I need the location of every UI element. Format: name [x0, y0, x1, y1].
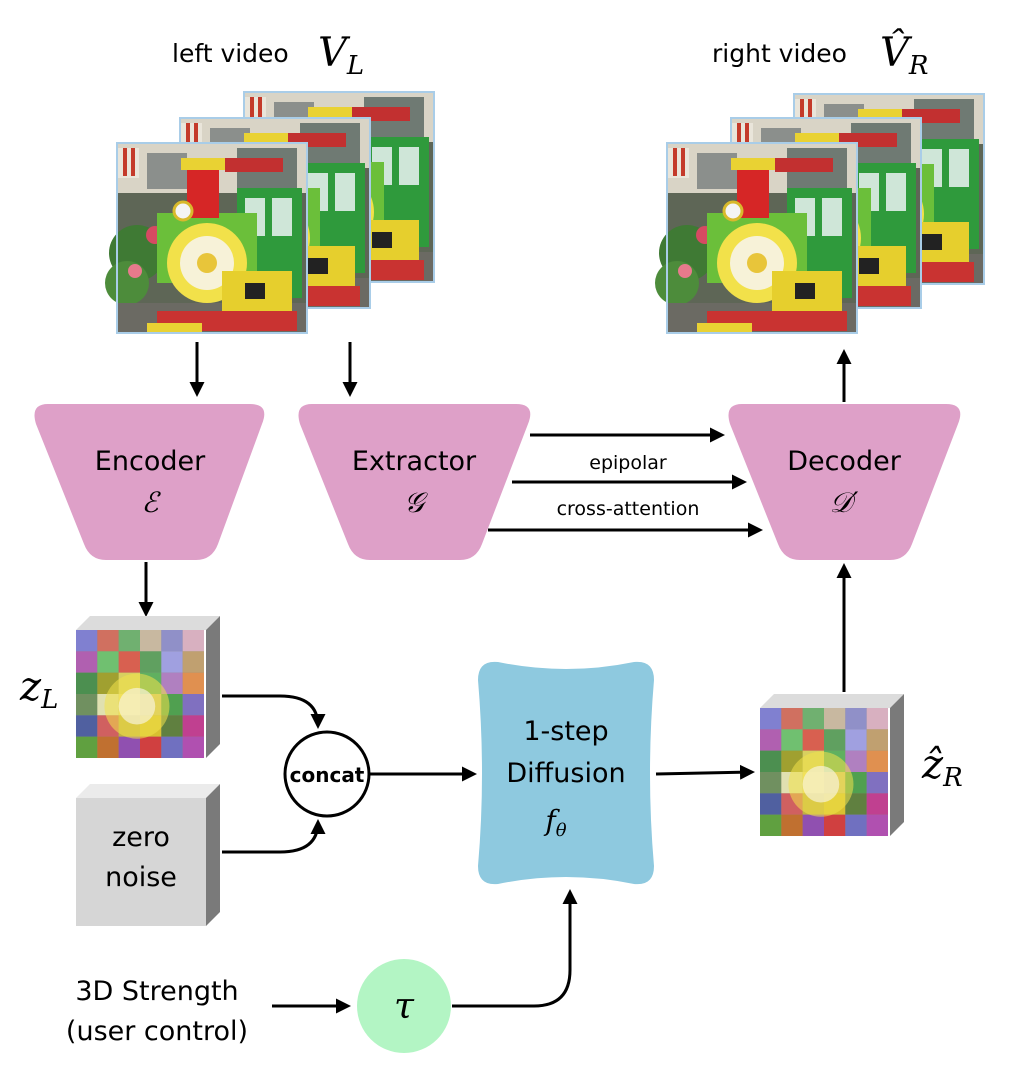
- decoder-block: [728, 404, 961, 560]
- zero-noise-block: [76, 784, 220, 926]
- zero-noise-line1: zero: [112, 822, 170, 853]
- diffusion-block: [478, 661, 654, 885]
- left-video-frame-1: [103, 141, 309, 335]
- extractor-block: [298, 404, 531, 560]
- arrow-diffusion-to-latent: [655, 764, 755, 780]
- tau-node: [357, 959, 451, 1053]
- concat-node: [283, 730, 371, 818]
- decoder-label: Decoder: [787, 446, 902, 477]
- encoder-block: [34, 404, 265, 560]
- right-video-label: right video: [712, 39, 847, 68]
- right-video-frames: [653, 92, 986, 335]
- right-video-frame-1: [653, 141, 859, 335]
- latent-right-cube: [760, 694, 904, 837]
- strength-line1: 3D Strength: [75, 976, 238, 1007]
- epipolar-label: epipolar: [589, 452, 667, 474]
- concat-label: concat: [290, 763, 365, 787]
- latent-right-symbol: ẑR: [921, 742, 963, 793]
- encoder-label: Encoder: [95, 446, 206, 477]
- arrow-tau-to-diffusion: [452, 889, 578, 1008]
- cross-attention-label: cross-attention: [557, 498, 700, 520]
- encoder-symbol: ℰ: [142, 486, 162, 519]
- left-video-label: left video: [172, 39, 289, 68]
- left-video-frames: [103, 90, 436, 335]
- decoder-symbol: 𝒟′: [830, 486, 859, 519]
- latent-left-symbol: zL: [19, 664, 58, 715]
- tau-symbol: τ: [394, 986, 415, 1027]
- right-video-symbol: V̂R: [880, 30, 928, 81]
- left-video-symbol: VL: [318, 30, 364, 81]
- strength-line2: (user control): [66, 1016, 248, 1047]
- latent-left-cube: [76, 616, 220, 759]
- diffusion-line2: Diffusion: [506, 758, 625, 789]
- arrow-latent-to-concat: [222, 694, 326, 729]
- extractor-label: Extractor: [352, 446, 477, 477]
- diffusion-line1: 1-step: [523, 716, 608, 747]
- arrow-noise-to-concat: [222, 819, 326, 854]
- zero-noise-line2: noise: [105, 862, 177, 893]
